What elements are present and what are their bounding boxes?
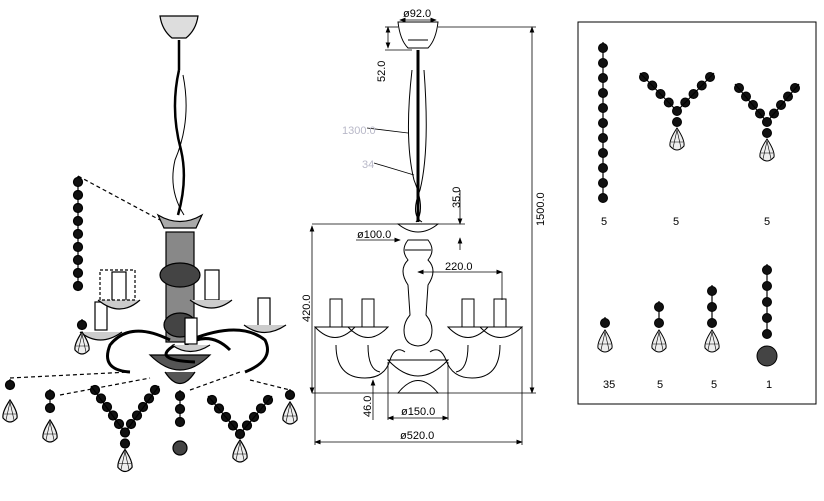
- bead: [72, 228, 84, 240]
- upper-bowl: [396, 223, 440, 233]
- bead: [598, 148, 608, 158]
- crystal-parts: [597, 42, 800, 367]
- bead: [762, 117, 772, 127]
- bead: [672, 117, 682, 127]
- chain: [173, 40, 186, 216]
- bead: [119, 427, 131, 438]
- canopy: [159, 15, 199, 39]
- crystal-drop: [282, 400, 298, 425]
- bead: [72, 280, 84, 292]
- part-count: 1: [766, 379, 772, 391]
- bowl-diameter-label: ø100.0: [357, 229, 391, 241]
- crystal-drop: [232, 438, 248, 463]
- bead: [4, 379, 16, 391]
- front-elevation: ø92.0 52.0 1300.0 34 35.0 1500.0 ø100.0 …: [301, 8, 547, 445]
- arm-radius-label: 220.0: [445, 261, 473, 273]
- bead: [762, 329, 772, 339]
- arms: [335, 344, 501, 379]
- bead: [119, 438, 131, 449]
- bead: [707, 318, 717, 328]
- bead: [598, 178, 608, 188]
- chain-length-label: 1300.0: [342, 125, 376, 137]
- candles: [313, 298, 524, 338]
- bead: [762, 128, 772, 138]
- crystal-drop: [651, 329, 667, 353]
- part-count: 5: [673, 216, 679, 228]
- bead: [72, 267, 84, 279]
- bead: [654, 302, 664, 312]
- crystal-drop: [117, 448, 133, 473]
- crystal-drop: [597, 329, 613, 353]
- crystal-ball: [756, 345, 778, 367]
- part-count: 5: [601, 216, 607, 228]
- bead: [762, 281, 772, 291]
- bead: [174, 416, 186, 428]
- bead: [72, 241, 84, 253]
- arms: [106, 328, 269, 374]
- dimension-lines: [309, 17, 536, 445]
- part-count: 5: [657, 379, 663, 391]
- top-gap-label: 35.0: [451, 187, 463, 208]
- bead: [598, 58, 608, 68]
- base-bowl: [148, 354, 212, 385]
- bead: [598, 133, 608, 143]
- crystal-drop: [2, 398, 18, 423]
- base-diameter-label: ø150.0: [401, 406, 435, 418]
- bead: [44, 389, 56, 401]
- bead: [72, 202, 84, 214]
- bead: [762, 297, 772, 307]
- body-height-label: 420.0: [301, 294, 313, 322]
- bead: [72, 254, 84, 266]
- bottom-height-label: 46.0: [362, 396, 374, 417]
- crystal-drop: [759, 138, 775, 162]
- bead: [72, 189, 84, 201]
- bead: [598, 193, 608, 203]
- candles: [79, 269, 287, 353]
- bead: [72, 215, 84, 227]
- parts-panel: 5 5 5 35 5 5 1: [577, 21, 817, 405]
- bead: [762, 313, 772, 323]
- part-count: 35: [603, 379, 615, 391]
- canopy: [397, 21, 439, 49]
- bead: [598, 73, 608, 83]
- bead: [284, 389, 296, 401]
- bead: [598, 43, 608, 53]
- crystal-drop: [74, 330, 90, 355]
- chain-label: 34: [362, 159, 374, 171]
- bead: [598, 118, 608, 128]
- bead: [72, 176, 84, 188]
- bead: [654, 318, 664, 328]
- bead: [44, 402, 56, 414]
- crystal-drop: [669, 127, 685, 151]
- bead: [672, 106, 682, 116]
- bead: [600, 318, 610, 328]
- bead: [76, 319, 88, 331]
- crystal-drop: [704, 329, 720, 353]
- part-count: 5: [764, 216, 770, 228]
- crystal-bead-strings: [2, 176, 298, 473]
- bead: [762, 265, 772, 275]
- crystal-drop: [42, 418, 58, 443]
- bead: [174, 390, 186, 402]
- bead: [707, 286, 717, 296]
- bead: [707, 302, 717, 312]
- bead: [174, 403, 186, 415]
- bead: [234, 428, 246, 440]
- bead: [598, 88, 608, 98]
- canopy-height-label: 52.0: [376, 61, 388, 82]
- total-diameter-label: ø520.0: [400, 430, 434, 442]
- base-bowl: [386, 359, 450, 394]
- canopy-diameter-label: ø92.0: [403, 8, 431, 20]
- total-height-label: 1500.0: [535, 192, 547, 226]
- bead: [598, 103, 608, 113]
- perspective-view: [2, 15, 298, 473]
- upper-bowl: [156, 213, 204, 229]
- column: [402, 239, 434, 347]
- part-count: 5: [711, 379, 717, 391]
- bead: [598, 163, 608, 173]
